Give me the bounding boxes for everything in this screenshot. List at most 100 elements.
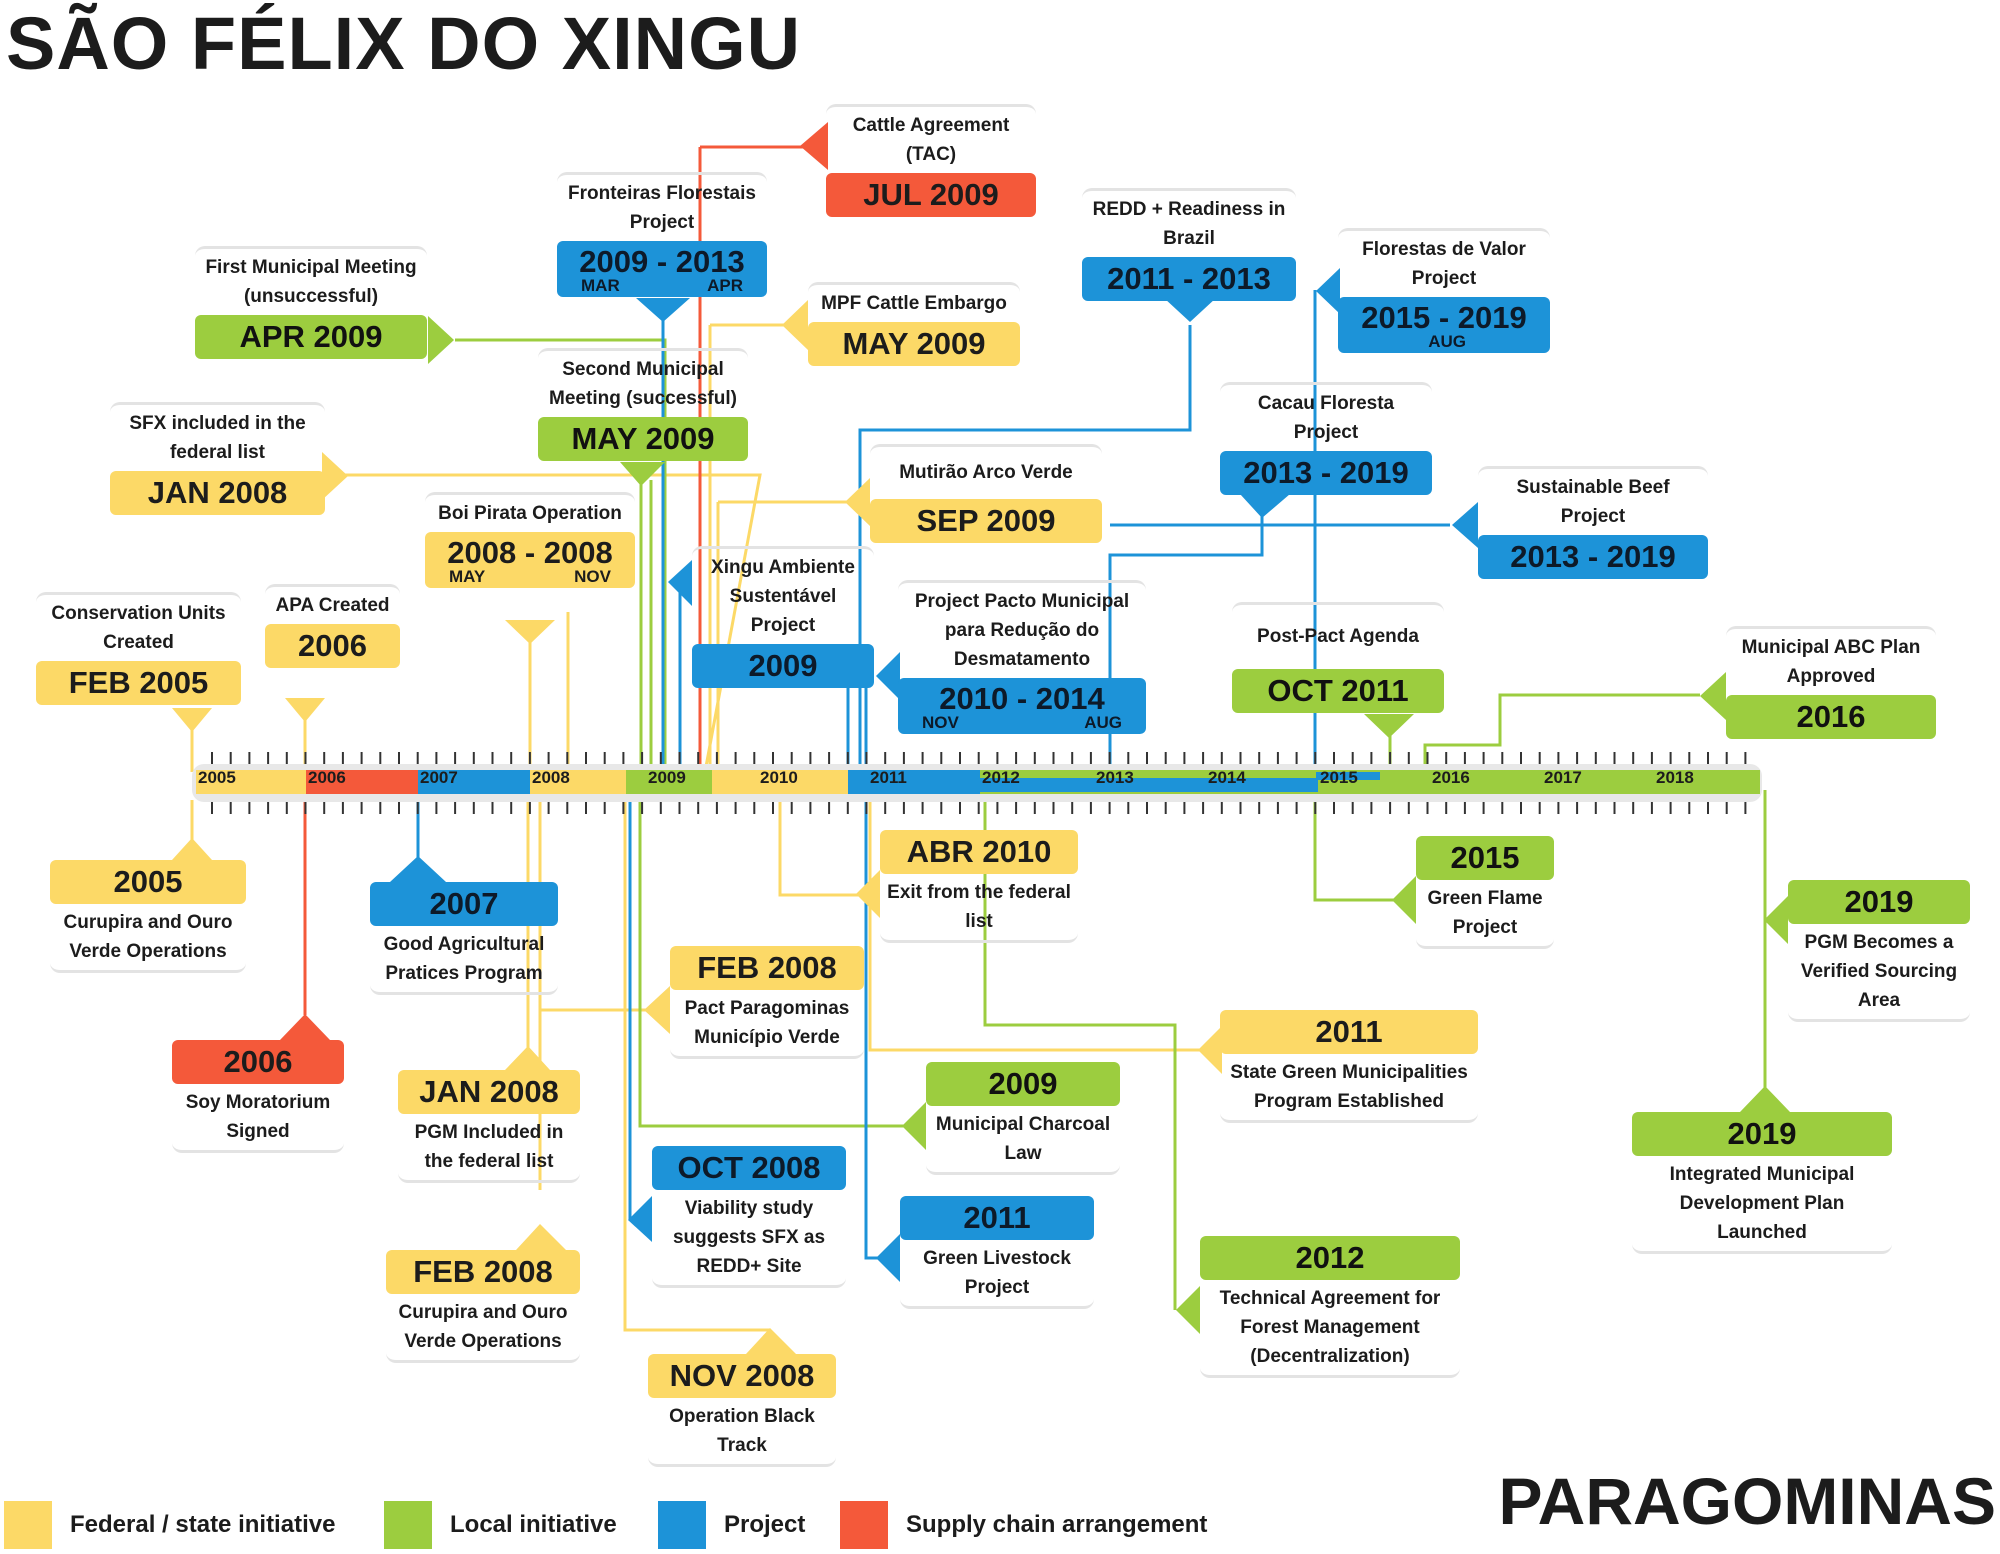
event-date: FEB 2005: [36, 661, 241, 705]
event-date: 2009 - 2013 MAR APR: [557, 241, 767, 297]
event-text: Cacau Floresta Project: [1220, 382, 1432, 451]
legend-swatch: [4, 1501, 52, 1549]
event-date-start-month: NOV: [922, 713, 959, 732]
event-date: 2016: [1726, 695, 1936, 739]
timeline-segment: [418, 770, 530, 794]
event-date: SEP 2009: [870, 499, 1102, 543]
timeline-segment: [1316, 770, 1760, 794]
event-text: First Municipal Meeting (unsuccessful): [195, 246, 427, 315]
event-text: APA Created: [265, 584, 400, 624]
pointer-triangle: [1700, 672, 1726, 720]
event-card: ABR 2010 Exit from the federal list: [880, 830, 1078, 943]
event-text: Boi Pirata Operation: [425, 492, 635, 532]
event-date: OCT 2008: [652, 1146, 846, 1190]
legend-swatch: [384, 1501, 432, 1549]
event-date: 2008 - 2008 MAY NOV: [425, 532, 635, 588]
connector: [455, 338, 667, 772]
event-card: FEB 2008 Pact Paragominas Município Verd…: [670, 946, 864, 1059]
event-text: Cattle Agreement (TAC): [826, 104, 1036, 173]
event-card: 2019 PGM Becomes a Verified Sourcing Are…: [1788, 880, 1970, 1022]
event-date: ABR 2010: [880, 830, 1078, 874]
pointer-triangle: [428, 316, 454, 364]
event-text: Municipal Charcoal Law: [926, 1106, 1120, 1175]
event-date: 2012: [1200, 1236, 1460, 1280]
event-card: Mutirão Arco Verde SEP 2009: [870, 444, 1102, 543]
event-text: Conservation Units Created: [36, 592, 241, 661]
event-date: APR 2009: [195, 315, 427, 359]
event-date: JAN 2008: [110, 471, 325, 515]
pointer-triangle: [390, 856, 446, 882]
event-card: Florestas de Valor Project 2015 - 2019 A…: [1338, 228, 1550, 353]
event-card: NOV 2008 Operation Black Track: [648, 1354, 836, 1467]
event-card: Boi Pirata Operation 2008 - 2008 MAY NOV: [425, 492, 635, 588]
event-date: 2019: [1788, 880, 1970, 924]
event-date: 2006: [172, 1040, 344, 1084]
legend-item-supply-chain: Supply chain arrangement: [840, 1500, 1207, 1550]
timeline-band: [848, 778, 1318, 792]
event-text: Technical Agreement for Forest Managemen…: [1200, 1280, 1460, 1378]
event-date-range: 2015 - 2019: [1361, 300, 1527, 335]
event-date: FEB 2008: [670, 946, 864, 990]
event-text: MPF Cattle Embargo: [808, 282, 1020, 322]
timeline-segment: [196, 770, 306, 794]
event-text: SFX included in the federal list: [110, 402, 325, 471]
pointer-triangle: [172, 838, 212, 860]
event-text: Viability study suggests SFX as REDD+ Si…: [652, 1190, 846, 1288]
event-card: JAN 2008 PGM Included in the federal lis…: [398, 1070, 580, 1183]
event-card: Cattle Agreement (TAC) JUL 2009: [826, 104, 1036, 217]
pointer-triangle: [1176, 1286, 1200, 1334]
event-date: 2005: [50, 860, 246, 904]
axis-year-label: 2016: [1432, 768, 1470, 787]
connector: [1313, 800, 1415, 902]
legend-label: Project: [724, 1511, 806, 1538]
legend-item-project: Project: [658, 1500, 805, 1550]
pointer-triangle: [1740, 1086, 1790, 1112]
event-text: Florestas de Valor Project: [1338, 228, 1550, 297]
timeline-segment: [530, 770, 626, 794]
axis-year-label: 2012: [982, 768, 1020, 787]
axis-year-label: 2008: [532, 768, 570, 787]
event-date: 2011: [1220, 1010, 1478, 1054]
event-date: OCT 2011: [1232, 669, 1444, 713]
event-text: Good Agricultural Pratices Program: [370, 926, 558, 995]
event-card: FEB 2008 Curupira and Ouro Verde Operati…: [386, 1250, 580, 1363]
event-text: PGM Becomes a Verified Sourcing Area: [1788, 924, 1970, 1022]
event-text: Mutirão Arco Verde: [870, 444, 1102, 499]
pointer-triangle: [1452, 502, 1478, 548]
event-date: 2011: [900, 1196, 1094, 1240]
legend-item-local: Local initiative: [384, 1500, 617, 1550]
pointer-triangle: [505, 1046, 550, 1070]
event-card: MPF Cattle Embargo MAY 2009: [808, 282, 1020, 366]
axis-year-label: 2006: [308, 768, 346, 787]
event-text: Soy Moratorium Signed: [172, 1084, 344, 1153]
pointer-triangle: [620, 462, 665, 486]
event-date: MAY 2009: [538, 417, 748, 461]
event-text: Green Flame Project: [1416, 880, 1554, 949]
legend-item-federal: Federal / state initiative: [4, 1500, 335, 1550]
event-text: Xingu Ambiente Sustentável Project: [692, 546, 874, 644]
event-card: 2011 Green Livestock Project: [900, 1196, 1094, 1309]
event-text: Sustainable Beef Project: [1478, 466, 1708, 535]
event-card: SFX included in the federal list JAN 200…: [110, 402, 325, 515]
pointer-triangle: [800, 122, 828, 170]
pointer-triangle: [636, 298, 690, 322]
pointer-triangle: [172, 708, 212, 732]
pointer-triangle: [1364, 714, 1414, 738]
axis-year-label: 2017: [1544, 768, 1582, 787]
event-date: FEB 2008: [386, 1250, 580, 1294]
event-date: JAN 2008: [398, 1070, 580, 1114]
pointer-triangle: [876, 652, 900, 700]
event-card: 2019 Integrated Municipal Development Pl…: [1632, 1112, 1892, 1254]
event-date: 2015 - 2019 AUG: [1338, 297, 1550, 353]
timeline-ticks: [211, 752, 1747, 814]
axis-year-label: 2015: [1320, 768, 1358, 787]
pointer-triangle: [902, 1102, 926, 1150]
event-card: Project Pacto Municipal para Redução do …: [898, 580, 1146, 734]
event-text: Fronteiras Florestais Project: [557, 172, 767, 241]
event-card: Fronteiras Florestais Project 2009 - 201…: [557, 172, 767, 297]
event-card: REDD + Readiness in Brazil 2011 - 2013: [1082, 188, 1296, 301]
event-text: Green Livestock Project: [900, 1240, 1094, 1309]
event-text: REDD + Readiness in Brazil: [1082, 188, 1296, 257]
event-text: Post-Pact Agenda: [1232, 602, 1444, 669]
event-card: 2005 Curupira and Ouro Verde Operations: [50, 860, 246, 973]
